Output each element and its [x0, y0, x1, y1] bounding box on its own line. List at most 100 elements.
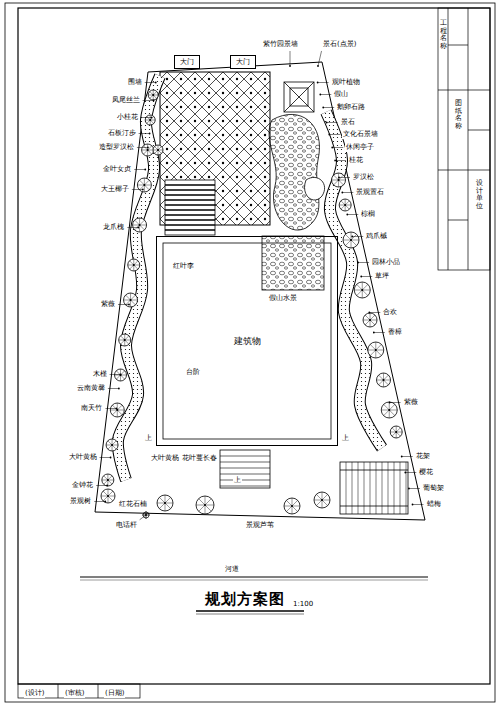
tree-symbol [137, 178, 151, 192]
tree-symbol [143, 184, 145, 186]
leader-line [140, 515, 146, 520]
river-line [80, 580, 428, 581]
pergola [340, 470, 408, 471]
tree-symbol [314, 492, 330, 508]
tree-symbol [145, 120, 150, 121]
plant-label: 景观芦苇 [245, 521, 275, 530]
leader-dot [151, 117, 153, 119]
tree-symbol [106, 439, 118, 451]
plant-label: 棕榈 [360, 210, 376, 219]
tree-symbol [345, 199, 346, 205]
leader-line [352, 236, 363, 237]
tree-symbol [131, 300, 138, 301]
tree-symbol [368, 350, 376, 351]
plant-label: 南天竹 [80, 404, 103, 413]
tree-symbol [108, 496, 113, 501]
entrance-steps [220, 474, 270, 475]
stair-mark: 上 [233, 476, 242, 485]
tree-symbol [284, 498, 300, 514]
tree-symbol [362, 290, 370, 291]
plant-label: 观叶植物 [331, 78, 361, 87]
leader-dot [118, 388, 120, 390]
tree-symbol [204, 504, 206, 506]
tree-symbol [341, 201, 345, 205]
tree-symbol [350, 239, 352, 241]
leader-line [327, 122, 338, 123]
leader-dot [412, 504, 414, 506]
tree-symbol [381, 402, 397, 418]
rockery [262, 236, 324, 290]
title-cell: (设计) [24, 689, 45, 698]
entrance-steps [220, 480, 270, 481]
leader-line [339, 177, 350, 178]
pavilion [284, 82, 314, 112]
plant-label: 金钟花 [71, 481, 94, 490]
tree-symbol [140, 220, 145, 225]
tree-symbol [148, 146, 152, 150]
tree-symbol [110, 403, 124, 417]
tree-symbol [112, 445, 118, 446]
tree-symbol [322, 500, 323, 508]
tree-symbol [149, 119, 151, 121]
tree-symbol [158, 146, 162, 150]
tree-symbol [112, 445, 113, 451]
leader-line [402, 456, 413, 457]
tree-symbol [205, 496, 206, 505]
leader-line [118, 304, 129, 305]
tree-symbol [144, 178, 145, 185]
tree-symbol [284, 498, 300, 514]
tree-symbol [345, 234, 351, 240]
tree-symbol [158, 150, 162, 154]
plant-label: 鸡爪槭 [365, 232, 388, 241]
tree-symbol [152, 94, 154, 96]
tree-symbol [103, 491, 108, 496]
river-line [80, 577, 428, 578]
tree-symbol [370, 320, 377, 321]
tree-symbol [103, 496, 108, 501]
utility-pole [142, 515, 150, 516]
leader-line [127, 227, 138, 228]
tree-symbol [370, 350, 376, 356]
tree-symbol [142, 144, 154, 156]
tree-symbol [117, 410, 124, 411]
leader-line [318, 51, 322, 66]
tree-symbol [396, 426, 397, 432]
tree-symbol [143, 150, 147, 154]
leader-dot [137, 227, 139, 229]
plant-label: 罗汉松 [352, 173, 375, 182]
tree-symbol [375, 342, 376, 350]
title-cell: (日期) [104, 689, 125, 698]
tree-symbol [165, 503, 171, 509]
tree-symbol [130, 261, 134, 265]
tree-symbol [111, 444, 113, 446]
leader-line [405, 472, 416, 473]
site-boundary [95, 62, 425, 520]
tree-symbol [144, 185, 151, 186]
tree-symbol [150, 120, 151, 125]
tree-symbol [134, 261, 138, 265]
tree-symbol [368, 342, 384, 358]
tree-symbol [165, 495, 166, 503]
title-underline [196, 611, 304, 614]
tree-symbol [112, 445, 116, 449]
plant-label: 电话杆 [115, 521, 138, 530]
leader-line [332, 147, 343, 148]
tree-symbol [144, 185, 149, 190]
tree-symbol [396, 432, 400, 436]
plant-label: 花架 [415, 452, 431, 461]
tree-symbol [153, 145, 163, 155]
tree-symbol [389, 410, 397, 411]
leader-dot [401, 456, 403, 458]
leader-dot [317, 82, 319, 84]
tree-symbol [339, 199, 351, 211]
tree-symbol [381, 402, 397, 418]
tree-symbol [375, 350, 376, 358]
tree-symbol [120, 336, 124, 340]
leader-line [347, 214, 358, 215]
leader-dot [110, 457, 112, 459]
leader-line [145, 82, 156, 83]
plant-label: 木槿 [92, 370, 108, 379]
tree-symbol [130, 300, 131, 307]
tree-symbol [121, 375, 125, 379]
leader-line [105, 408, 116, 409]
